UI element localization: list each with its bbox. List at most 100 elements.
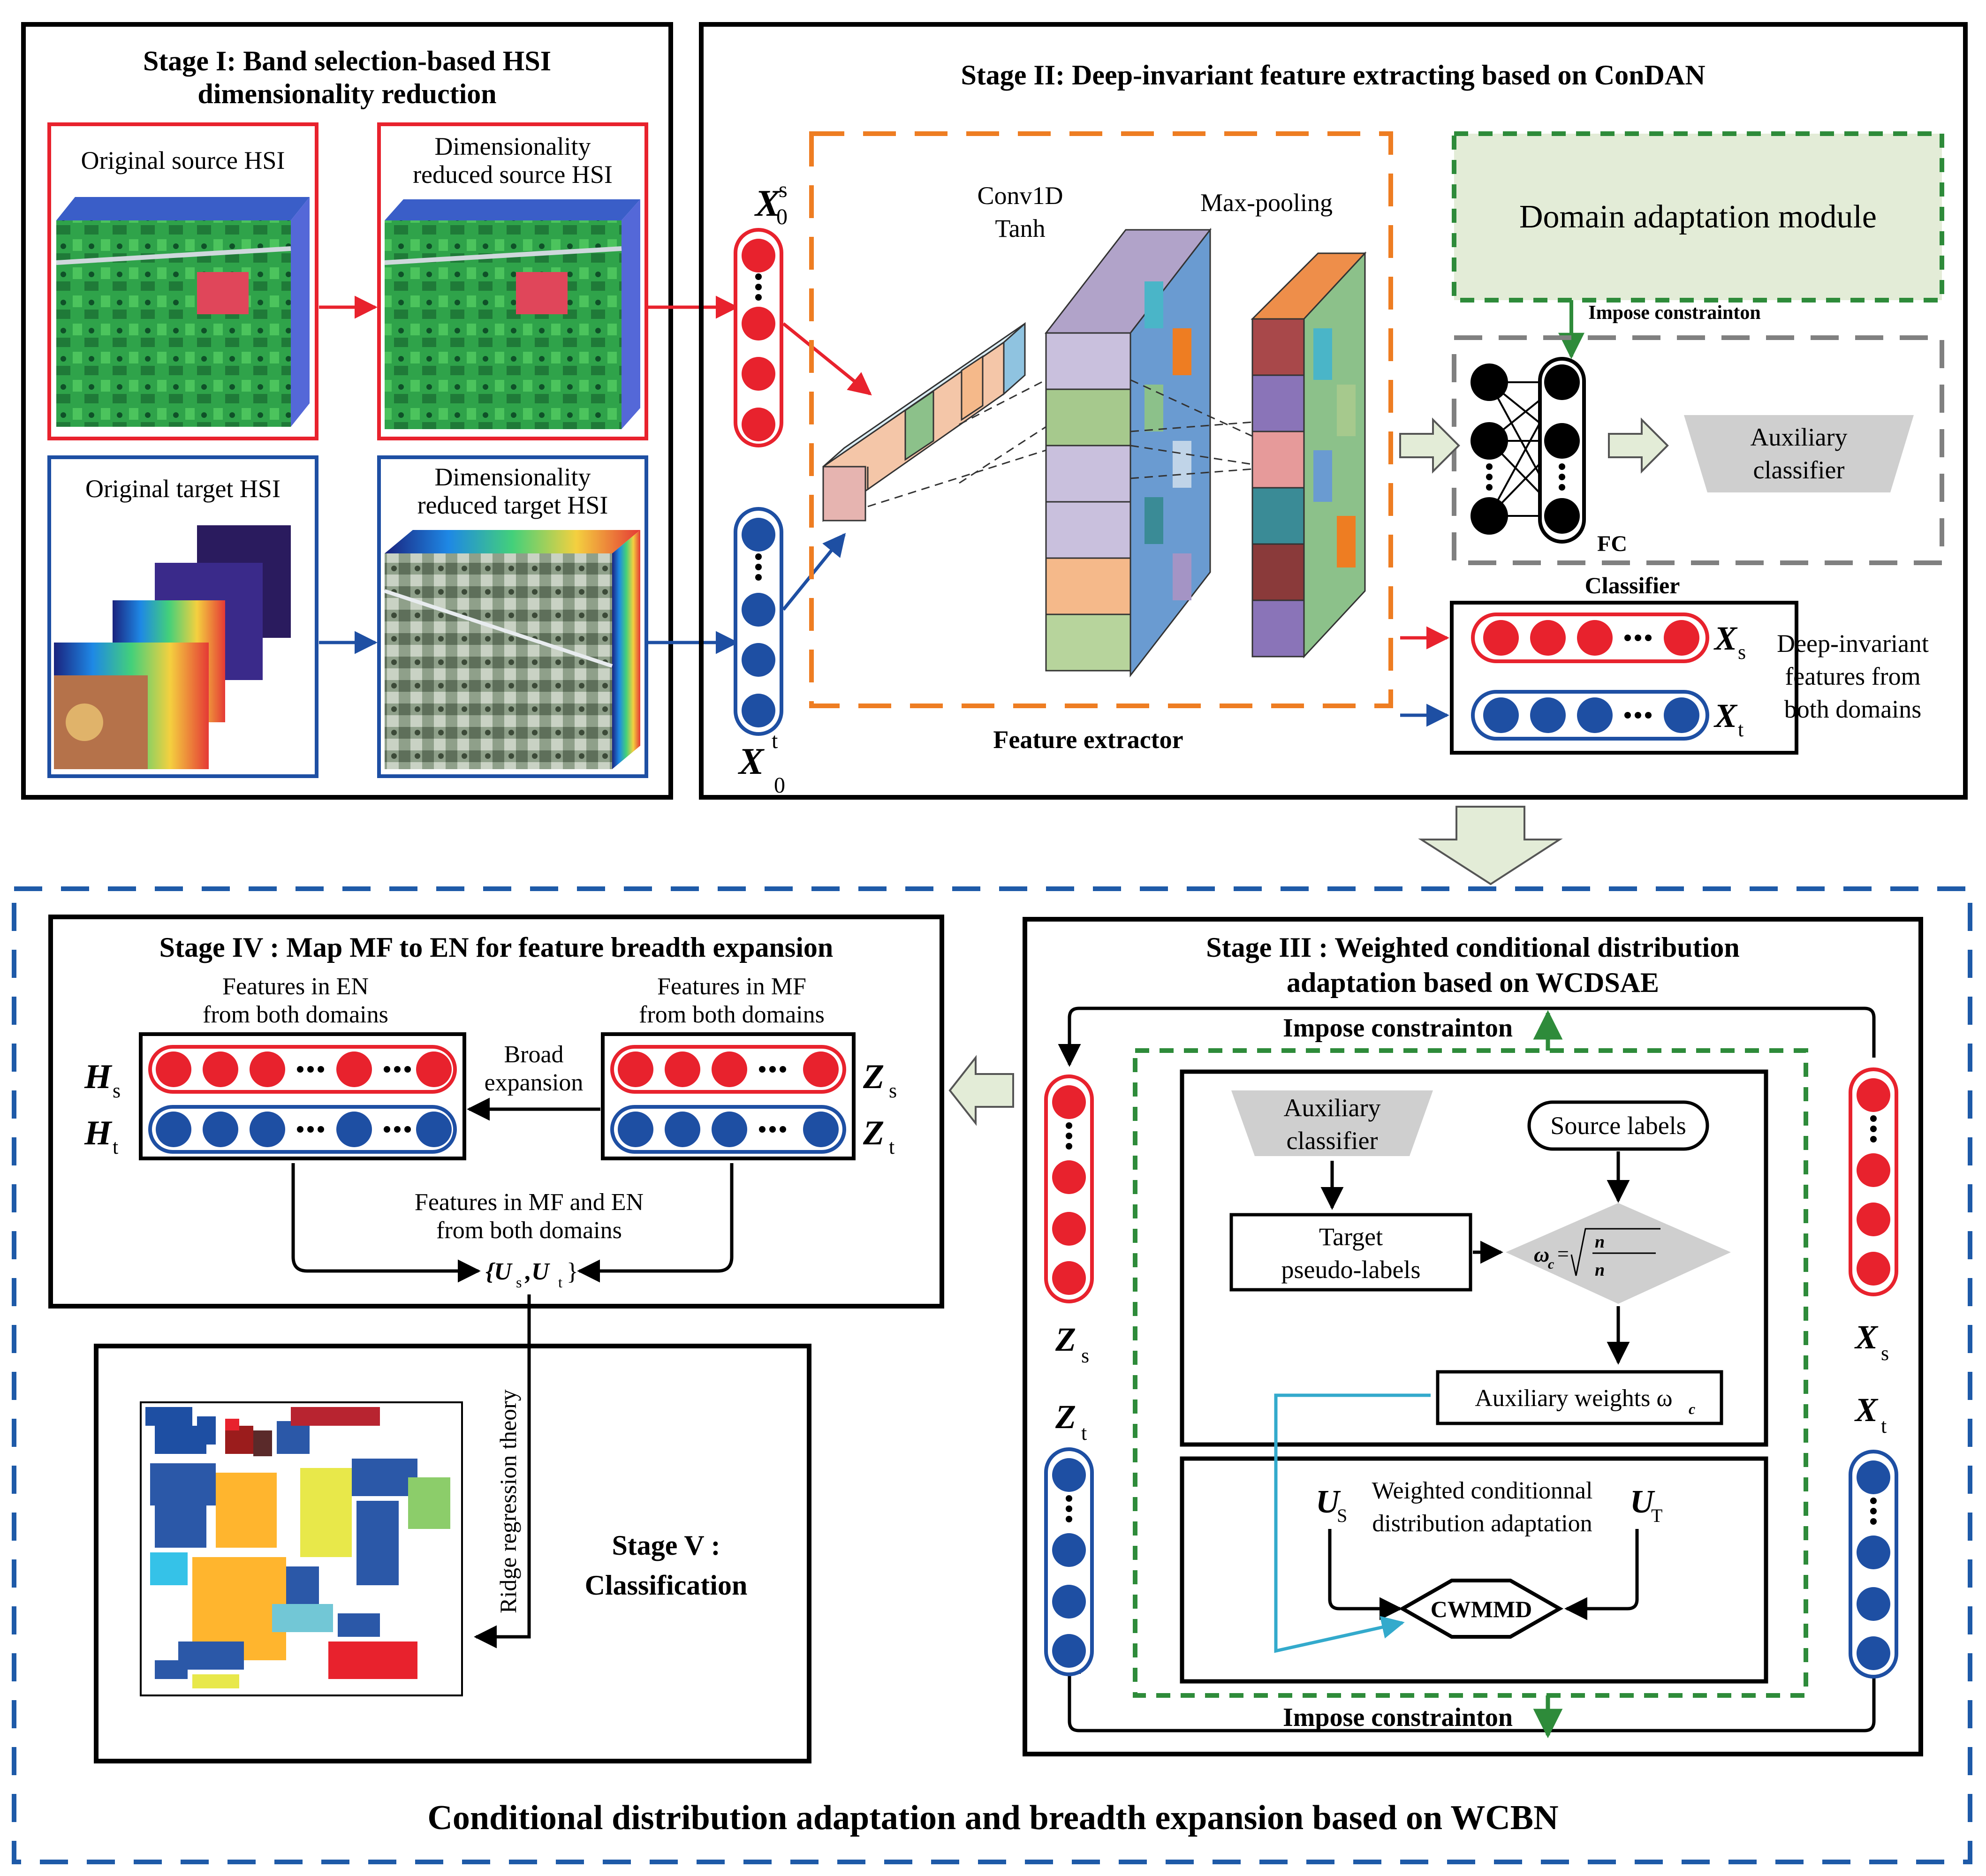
orig-source-cube — [56, 197, 310, 427]
red-source-label-2: reduced source HSI — [413, 160, 613, 189]
xt-main-s2: X — [1713, 697, 1738, 734]
omega-sub: c — [1548, 1256, 1554, 1272]
zt-main-s3: Z — [1055, 1398, 1076, 1436]
stage1-title-2: dimensionality reduction — [197, 78, 496, 109]
u-set-open: {U — [485, 1258, 513, 1285]
stage4-title: Stage IV : Map MF to EN for feature brea… — [159, 932, 834, 963]
sqrt-sign — [1570, 1228, 1660, 1276]
aux-weights-box — [1436, 1370, 1723, 1425]
extractor-to-fc-arrow — [1399, 417, 1460, 474]
u-set-mid: ,U — [524, 1258, 550, 1285]
orig-source-label: Original source HSI — [81, 146, 285, 174]
maxpool-label: Max-pooling — [1200, 189, 1333, 217]
mf-to-u-arrow — [577, 1163, 734, 1283]
classifier-label: Classifier — [1585, 572, 1680, 598]
x0s-to-extractor-arrow — [782, 322, 872, 396]
fc-to-aux-arrow — [1608, 417, 1669, 474]
stage3-panel: Stage III : Weighted conditional distrib… — [1023, 917, 1923, 1756]
conv-label-2: Tanh — [995, 214, 1045, 242]
en-label-2: from both domains — [203, 1001, 388, 1028]
impose-top-label: Impose constrainton — [1283, 1014, 1513, 1043]
frac-den: n — [1595, 1260, 1605, 1280]
feature-extractor-box — [809, 131, 1393, 708]
input-strip — [822, 322, 1026, 522]
zs-vector-s3 — [1044, 1074, 1094, 1303]
xt-sub-s2: t — [1738, 718, 1743, 741]
stage1-panel: Stage I: Band selection-based HSI dimens… — [21, 22, 673, 800]
cwmmd-label: CWMMD — [1431, 1596, 1532, 1622]
stage1-title-1: Stage I: Band selection-based HSI — [143, 45, 551, 76]
hs-sub: s — [113, 1079, 121, 1102]
frac-num: n — [1595, 1232, 1605, 1252]
red-target-cube — [384, 530, 640, 769]
stage3-border — [1023, 917, 1923, 1756]
aux-label-s3-1: Auxiliary — [1284, 1094, 1381, 1122]
x0t-sub: 0 — [774, 773, 785, 798]
zt-vector-s3 — [1044, 1447, 1094, 1676]
xs-sub-s3: s — [1881, 1342, 1889, 1365]
fc-network — [1471, 357, 1586, 544]
zs-main-s4: Z — [863, 1058, 884, 1096]
us-sub: S — [1337, 1505, 1347, 1526]
fc-label: FC — [1597, 531, 1627, 556]
zs-vector-s4 — [610, 1045, 846, 1094]
stage3-title-2: adaptation based on WCDSAE — [1287, 967, 1659, 998]
u-set-s: s — [516, 1274, 522, 1291]
deep-label-2: features from — [1785, 662, 1920, 690]
hs-main: H — [84, 1058, 113, 1096]
deep-label-1: Deep-invariant — [1777, 629, 1929, 658]
u-set-close: } — [567, 1258, 578, 1285]
xt-vector — [1471, 690, 1709, 741]
omega-left: ω — [1534, 1242, 1549, 1266]
impose-label-s2: Impose constrainton — [1588, 302, 1761, 324]
stage4-panel: Stage IV : Map MF to EN for feature brea… — [48, 915, 944, 1309]
feature-extractor-label: Feature extractor — [993, 726, 1183, 754]
omega-eq: = — [1557, 1242, 1569, 1265]
zt-sub-s4: t — [889, 1135, 894, 1158]
conv-label-1: Conv1D — [977, 182, 1063, 210]
zs-main-s3: Z — [1055, 1321, 1076, 1358]
aux-classifier-s2 — [1684, 415, 1914, 492]
xt-vector-s3 — [1849, 1450, 1898, 1679]
top-loop — [1058, 1006, 1876, 1067]
mf-label-2: from both domains — [639, 1001, 825, 1028]
conv-block — [1044, 227, 1212, 678]
ut-to-cwmmd-arrow — [1564, 1529, 1639, 1620]
bottom-title: Conditional distribution adaptation and … — [427, 1799, 1558, 1837]
stage5-title-2: Classification — [585, 1570, 748, 1601]
ut-sub: T — [1651, 1505, 1662, 1526]
x0s-main: X — [754, 183, 781, 224]
stage3-title-1: Stage III : Weighted conditional distrib… — [1206, 932, 1739, 963]
mfen-label-2: from both domains — [436, 1217, 622, 1244]
domain-adaptation-module — [1452, 131, 1944, 303]
aux-label-s3-2: classifier — [1287, 1127, 1378, 1155]
x0s-sup: s — [779, 177, 788, 202]
wcbn-outer-box — [12, 886, 1972, 1864]
aux-weights-sub: c — [1689, 1400, 1695, 1417]
x0s-vector — [734, 228, 783, 447]
red-source-label-1: Dimensionality — [435, 132, 591, 160]
stage2-panel: Stage II: Deep-invariant feature extract… — [699, 22, 1968, 800]
zs-sub-s3: s — [1081, 1344, 1089, 1367]
stage2-title: Stage II: Deep-invariant feature extract… — [961, 60, 1705, 91]
xs-main-s3: X — [1854, 1318, 1879, 1356]
target-pseudo-box — [1229, 1213, 1472, 1292]
mf-label-1: Features in MF — [657, 973, 806, 1000]
red-source-cube — [384, 199, 640, 429]
ridge-label: Ridge regression theory — [495, 1389, 521, 1613]
xs-vector-s3 — [1849, 1067, 1898, 1296]
stage5-title-1: Stage V : — [612, 1530, 720, 1561]
aux-classifier-s3 — [1231, 1090, 1433, 1156]
hs-vector — [148, 1045, 457, 1094]
zs-sub-s4: s — [889, 1079, 897, 1102]
x0t-vector — [734, 507, 783, 736]
maxpool-block — [1251, 251, 1367, 658]
ht-vector — [148, 1105, 457, 1154]
stage5-panel: Stage V : Classification — [94, 1344, 811, 1763]
ridge-arrow — [474, 1294, 531, 1649]
x0t-main: X — [737, 741, 765, 782]
xs-sub-s2: s — [1738, 641, 1746, 664]
xt-sub-s3: t — [1881, 1415, 1887, 1437]
zt-main-s4: Z — [863, 1114, 884, 1152]
